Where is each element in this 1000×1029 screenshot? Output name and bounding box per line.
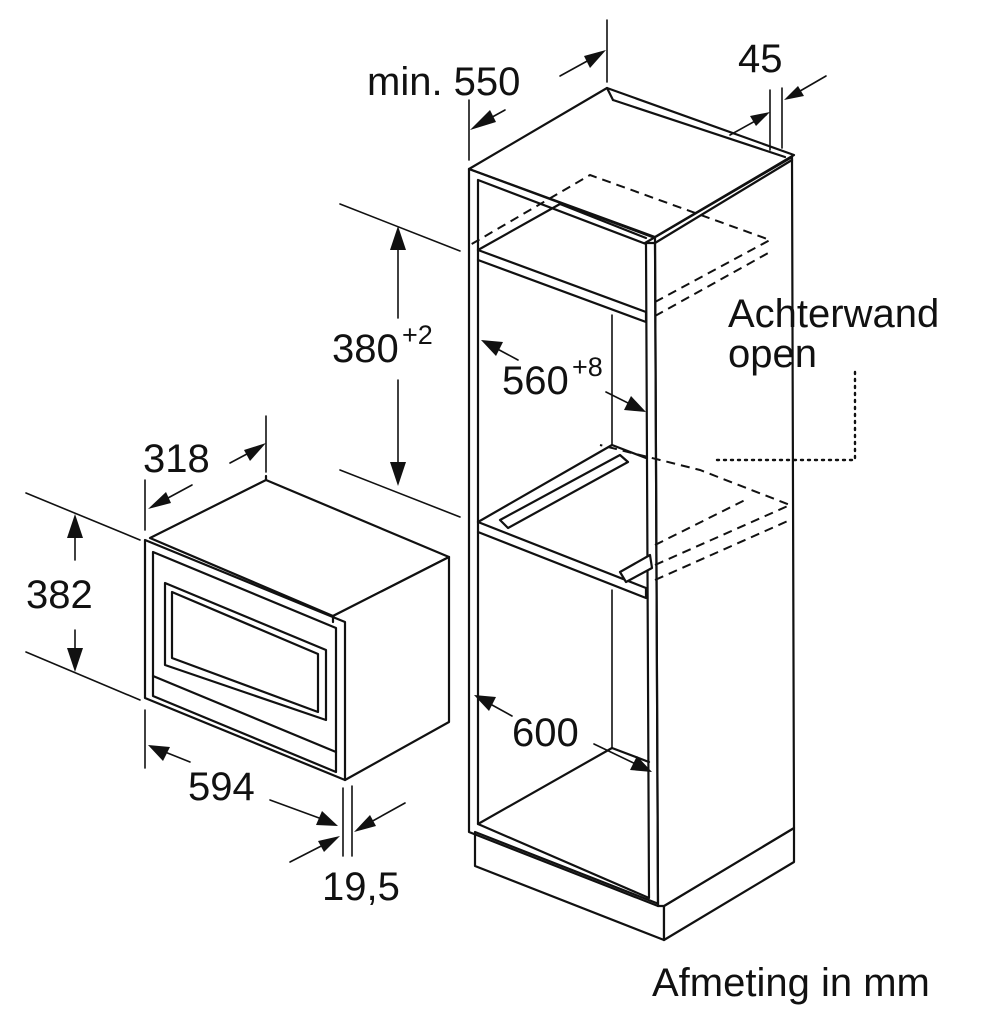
niche-width-label: 560 <box>502 359 569 403</box>
back-wall-note-line1: Achterwand <box>728 292 939 336</box>
appliance-height-label: 382 <box>26 573 93 617</box>
dimension-lines <box>25 19 827 863</box>
appliance-width-label: 594 <box>188 765 255 809</box>
niche-height-tolerance: +2 <box>402 320 433 350</box>
tall-cabinet <box>467 86 796 942</box>
front-thickness-label: 19,5 <box>322 865 400 909</box>
units-note: Afmeting in mm <box>652 961 930 1005</box>
appliance-depth-label: 318 <box>143 437 210 481</box>
back-wall-leader <box>711 370 857 462</box>
top-gap-label: 45 <box>738 37 783 81</box>
back-wall-note-line2: open <box>728 332 817 376</box>
niche-height-label: 380 <box>332 327 399 371</box>
appliance <box>143 474 451 782</box>
cabinet-width-label: 600 <box>512 711 579 755</box>
niche-depth-label: min. 550 <box>367 60 520 104</box>
niche-width-tolerance: +8 <box>572 352 603 382</box>
open-back-outline <box>469 173 793 581</box>
